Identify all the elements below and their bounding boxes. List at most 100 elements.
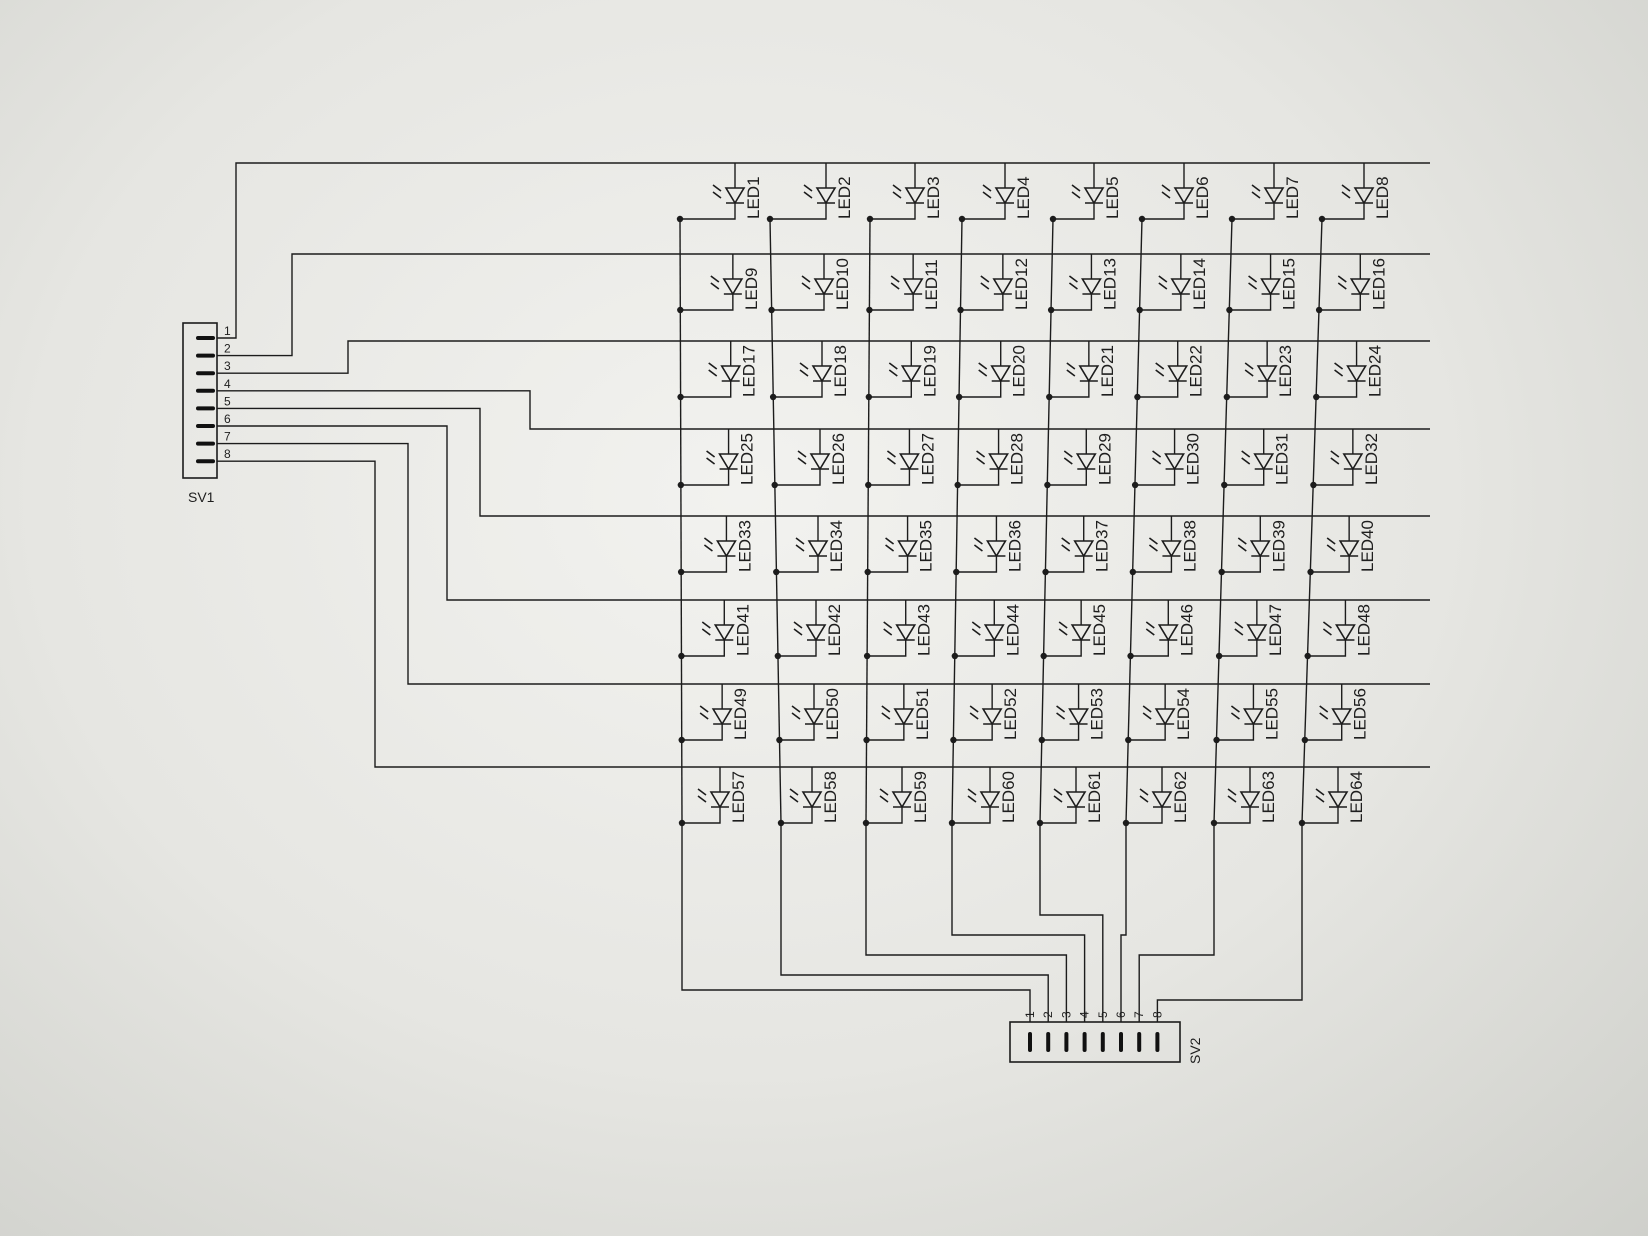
- led-cathode-wire: [680, 469, 730, 486]
- led-light-arrow: [697, 788, 707, 796]
- junction-dot: [1226, 306, 1233, 314]
- led-diode-symbol: [897, 540, 918, 558]
- junction-dot: [1040, 652, 1047, 660]
- led-diode-symbol: [1154, 708, 1176, 726]
- led-label-14: LED14: [1190, 258, 1209, 310]
- led-label-13: LED13: [1100, 258, 1119, 310]
- led-light-arrow: [1341, 191, 1351, 199]
- led-diode-symbol: [1065, 791, 1087, 809]
- junction-dot: [1049, 215, 1057, 223]
- led-light-arrow: [973, 537, 983, 545]
- led-diode-symbol: [1073, 540, 1095, 558]
- led-light-arrow: [1145, 628, 1155, 636]
- led-cathode-wire: [867, 556, 909, 573]
- led-label-3: LED3: [924, 176, 943, 219]
- junction-dot: [955, 393, 963, 401]
- junction-dot: [1215, 652, 1223, 660]
- led-cathode-wire: [1142, 203, 1185, 220]
- led-cathode-wire: [1045, 556, 1085, 573]
- junction-dot: [1318, 215, 1326, 223]
- led-light-arrow: [967, 788, 977, 796]
- led-cathode-wire: [682, 807, 721, 824]
- led-diode-symbol: [981, 708, 1003, 726]
- led-cathode-wire: [960, 294, 1004, 311]
- led-light-arrow: [699, 712, 709, 720]
- led-light-arrow: [1058, 621, 1068, 629]
- led-light-arrow: [799, 369, 809, 377]
- led-light-arrow: [795, 544, 805, 552]
- led-light-arrow: [701, 621, 711, 629]
- column-bus-8: [1301, 218, 1323, 824]
- junction-dot: [1046, 393, 1053, 401]
- led-diode-symbol: [1243, 708, 1264, 726]
- led-diode-symbol: [709, 791, 731, 809]
- led-label-40: LED40: [1358, 520, 1377, 572]
- led-label-26: LED26: [829, 433, 848, 485]
- led-cathode-wire: [952, 807, 991, 824]
- led-light-arrow: [797, 457, 807, 465]
- column-route-4: [951, 823, 1086, 1022]
- led-light-arrow: [1341, 184, 1351, 192]
- led-label-38: LED38: [1180, 520, 1199, 572]
- led-cathode-wire: [681, 724, 723, 741]
- led-diode-symbol: [1083, 187, 1105, 205]
- column-route-7: [1138, 823, 1215, 1022]
- led-light-arrow: [1063, 457, 1073, 465]
- column-route-8: [1156, 823, 1303, 1022]
- led-cathode-wire: [1051, 294, 1093, 311]
- led-cathode-wire: [771, 294, 825, 311]
- led-light-arrow: [701, 628, 711, 636]
- led-label-58: LED58: [821, 771, 840, 823]
- led-light-arrow: [1061, 537, 1071, 545]
- sv2-pin-number: 1: [1023, 1011, 1037, 1018]
- sv2-pin-number: 4: [1078, 1011, 1092, 1018]
- led-light-arrow: [1071, 191, 1081, 199]
- led-light-arrow: [708, 362, 718, 370]
- led-diode-symbol: [720, 365, 742, 383]
- sv1-label: SV1: [188, 489, 215, 505]
- led-light-arrow: [1244, 369, 1254, 377]
- led-light-arrow: [982, 184, 992, 192]
- led-light-arrow: [976, 457, 986, 465]
- led-diode-symbol: [1164, 453, 1185, 471]
- led-light-arrow: [969, 712, 979, 720]
- led-cathode-wire: [1130, 640, 1169, 657]
- led-cathode-wire: [1224, 469, 1265, 486]
- led-label-60: LED60: [999, 771, 1018, 823]
- column-bus-2: [769, 218, 782, 824]
- led-label-2: LED2: [835, 176, 854, 219]
- junction-dot: [948, 819, 956, 827]
- led-light-arrow: [1056, 705, 1066, 713]
- junction-dot: [1228, 215, 1236, 223]
- led-label-44: LED44: [1003, 604, 1022, 656]
- led-label-10: LED10: [833, 258, 852, 310]
- junction-dot: [950, 736, 957, 744]
- column-bus-6: [1125, 218, 1143, 824]
- led-diode-symbol: [895, 624, 917, 642]
- row-bus-1: [217, 162, 1430, 339]
- led-diode-symbol: [990, 365, 1012, 383]
- led-label-28: LED28: [1008, 433, 1027, 485]
- led-light-arrow: [1063, 450, 1073, 458]
- junction-dot: [777, 819, 785, 827]
- led-light-arrow: [799, 362, 809, 370]
- led-label-43: LED43: [915, 604, 934, 656]
- led-light-arrow: [1248, 275, 1258, 283]
- junction-dot: [958, 215, 966, 223]
- led-label-34: LED34: [827, 520, 846, 572]
- led-light-arrow: [1315, 795, 1325, 803]
- sv2-pin-number: 5: [1096, 1011, 1110, 1018]
- led-diode-symbol: [1167, 365, 1189, 383]
- led-label-30: LED30: [1184, 433, 1203, 485]
- led-label-36: LED36: [1005, 520, 1024, 572]
- led-diode-symbol: [1338, 540, 1360, 558]
- sv2-body: [1009, 1021, 1181, 1063]
- led-light-arrow: [1237, 537, 1247, 545]
- column-route-2: [780, 823, 1049, 1022]
- led-label-15: LED15: [1280, 258, 1299, 310]
- led-light-arrow: [1152, 457, 1162, 465]
- led-label-1: LED1: [744, 176, 763, 219]
- led-light-arrow: [1158, 275, 1168, 283]
- led-diode-symbol: [1170, 278, 1192, 296]
- led-label-22: LED22: [1187, 345, 1206, 397]
